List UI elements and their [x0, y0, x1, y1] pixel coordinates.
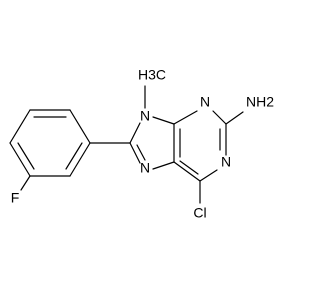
- bond-c8-n7: [129, 142, 141, 164]
- bond-n7-c5: [152, 161, 175, 170]
- fluorophenyl-ring: [9, 109, 91, 191]
- bond-n9-c8: [129, 122, 141, 144]
- atom-label-chlorine: Cl: [193, 205, 206, 221]
- bond-aryl-6: [69, 142, 91, 177]
- bond-n1-c6: [199, 169, 218, 182]
- atom-label-fluorine: F: [11, 190, 20, 206]
- atom-label-n9: N: [140, 108, 150, 124]
- purine-six-ring: [173, 110, 227, 182]
- atom-label-amine: NH2: [246, 94, 274, 110]
- bond-n3-c2: [212, 110, 227, 125]
- bond-aryl-6-inner: [65, 142, 83, 170]
- bond-aryl-1: [69, 109, 91, 144]
- bond-c6-c5: [173, 161, 201, 182]
- bond-c6-c5-inner: [179, 160, 199, 175]
- bond-aryl-4-inner: [17, 142, 35, 170]
- atom-label-n3: N: [200, 94, 210, 110]
- atom-labels: N N N N H3C NH2 F Cl: [11, 67, 275, 221]
- atom-label-n7: N: [140, 160, 150, 176]
- bond-c4-n9: [152, 116, 175, 125]
- atom-label-methyl: H3C: [138, 67, 166, 83]
- bond-aryl-fluoro: [20, 175, 31, 191]
- molecule-structure: N N N N H3C NH2 F Cl: [9, 66, 275, 221]
- bond-c4-n3: [173, 110, 198, 125]
- atom-label-n1: N: [221, 154, 231, 170]
- bond-c8-n7-inner: [136, 144, 146, 161]
- substituent-bonds: [89, 85, 244, 204]
- purine-five-ring: [129, 116, 175, 170]
- bond-aryl-3: [9, 109, 31, 144]
- bond-aryl-4: [9, 142, 31, 177]
- bond-c2-nh2: [225, 111, 244, 125]
